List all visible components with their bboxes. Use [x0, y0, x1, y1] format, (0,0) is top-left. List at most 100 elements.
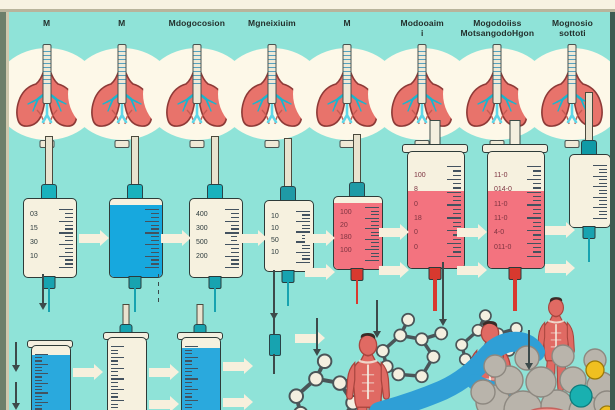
graduation-tick	[371, 252, 379, 254]
graduation-label: 4-0	[494, 229, 505, 237]
graduation-tick	[111, 389, 124, 391]
vignette-label-5: M	[343, 18, 351, 28]
graduation-label: 011-0	[494, 243, 512, 251]
graduation-tick	[453, 208, 461, 211]
flow-arrow-bottom-1	[73, 364, 103, 381]
graduation-tick	[59, 243, 73, 246]
graduation-tick	[35, 379, 42, 381]
graduation-label: 10	[30, 253, 38, 260]
graduation-tick	[296, 251, 310, 253]
frame-top	[0, 0, 615, 11]
frame-left-inner	[6, 11, 9, 410]
vignette-label-4: Mgneixiuim	[248, 18, 296, 28]
graduation-tick	[185, 389, 198, 391]
inhaler-tube	[567, 44, 577, 104]
graduation-tick	[593, 175, 607, 177]
arrow-head	[326, 264, 335, 280]
syringe-barrel	[109, 198, 163, 278]
graduation-label: 200	[196, 253, 208, 260]
graduation-tick	[599, 179, 607, 181]
graduation-tick	[302, 214, 310, 216]
syringe-2	[109, 136, 163, 340]
graduation-tick	[593, 165, 607, 167]
graduation-tick	[185, 349, 192, 351]
graduation-tick	[371, 224, 379, 226]
arrow-head	[316, 330, 325, 346]
graduation-tick	[371, 256, 379, 258]
arrow-head	[478, 262, 487, 278]
graduation-tick	[231, 263, 239, 265]
syringe-fluid	[488, 191, 544, 268]
graduation-label: 8	[414, 186, 418, 194]
graduation-tick	[185, 356, 198, 359]
graduation-tick	[599, 203, 607, 205]
down-arrow-7	[525, 330, 532, 370]
graduation-tick	[527, 178, 541, 181]
graduation-tick	[599, 193, 607, 195]
graduation-tick	[302, 244, 310, 247]
arrow-shaft	[295, 334, 316, 343]
graduation-tick	[65, 212, 73, 215]
graduation-tick	[185, 360, 192, 362]
graduation-tick	[231, 247, 239, 250]
graduation-label: 50	[271, 237, 279, 244]
lungs-illustration	[454, 62, 540, 128]
arrow-head	[400, 262, 409, 278]
graduation-tick	[365, 238, 379, 240]
graduation-tick	[225, 255, 239, 257]
graduation-tick	[111, 356, 124, 359]
graduation-tick	[296, 221, 310, 223]
graduation-label: 100	[340, 209, 352, 216]
graduation-tick	[35, 405, 42, 407]
graduation-tick	[185, 378, 198, 380]
syringe-needle	[214, 286, 216, 312]
graduation-tick	[447, 204, 461, 206]
graduation-tick	[65, 216, 73, 219]
graduation-tick	[365, 207, 379, 209]
graduation-tick	[593, 186, 607, 188]
graduation-tick	[593, 217, 607, 219]
syringe-needle	[588, 236, 590, 262]
arrow-shaft	[73, 368, 94, 377]
graduation-tick	[371, 214, 379, 216]
graduation-label: 11-0	[494, 200, 508, 208]
inhaler-tube	[42, 44, 52, 104]
syringe-barrel	[569, 154, 610, 228]
down-arrow-1	[39, 274, 46, 310]
vial-base	[114, 140, 130, 148]
arrow-shaft	[545, 226, 566, 235]
graduation-tick	[453, 195, 461, 198]
graduation-tick	[365, 249, 379, 251]
graduation-tick	[453, 200, 461, 202]
graduation-tick	[453, 187, 461, 189]
arrow-head	[400, 224, 409, 240]
graduation-tick	[111, 407, 118, 409]
flow-arrow-mid-7	[379, 262, 409, 279]
graduation-tick	[225, 232, 239, 234]
graduation-tick	[59, 255, 73, 257]
graduation-label: 180	[340, 234, 352, 241]
graduation-label: 03	[30, 211, 38, 218]
graduation-tick	[185, 403, 192, 405]
syringe-needle	[48, 286, 50, 312]
graduation-tick	[185, 371, 192, 373]
graduation-tick	[65, 251, 73, 253]
graduation-tick	[447, 242, 461, 245]
graduation-label: 500	[196, 239, 208, 246]
frame-left	[0, 0, 9, 410]
arrow-shaft	[161, 234, 182, 243]
graduation-tick	[65, 240, 73, 242]
graduation-tick	[453, 247, 461, 249]
graduation-tick	[185, 392, 192, 395]
graduation-tick	[111, 403, 118, 405]
graduation-tick	[453, 221, 461, 223]
graduation-tick	[599, 189, 607, 191]
flow-arrow-bottom-6	[295, 330, 325, 347]
graduation-tick	[527, 166, 541, 168]
graduation-tick	[151, 263, 159, 265]
